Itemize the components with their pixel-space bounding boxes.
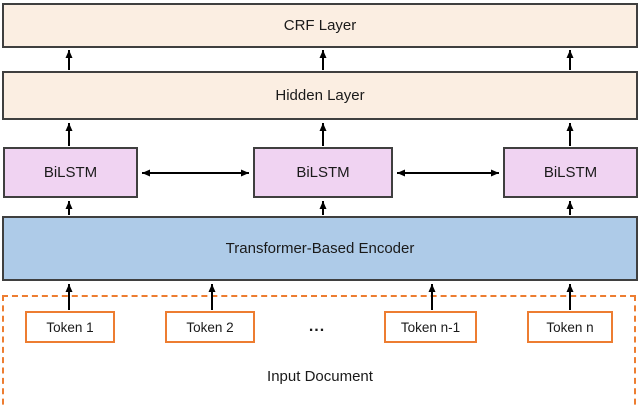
crf-layer-box: CRF Layer [2,3,638,48]
token-ellipsis: ... [308,318,326,335]
token-n-label: Token n [546,319,594,335]
token-box-2: Token 2 [165,311,255,343]
bilstm-label-center: BiLSTM [296,164,350,181]
token-1-label: Token 1 [46,319,94,335]
bilstm-box-right: BiLSTM [503,147,638,198]
bilstm-box-center: BiLSTM [253,147,393,198]
token-2-label: Token 2 [186,319,234,335]
token-box-n-minus-1: Token n-1 [384,311,477,343]
token-box-n: Token n [527,311,613,343]
encoder-label: Transformer-Based Encoder [225,240,415,257]
hidden-layer-box: Hidden Layer [2,71,638,120]
hidden-layer-label: Hidden Layer [275,87,365,104]
encoder-box: Transformer-Based Encoder [2,216,638,281]
bilstm-label-right: BiLSTM [543,164,598,181]
crf-layer-label: CRF Layer [283,17,357,34]
bilstm-label-left: BiLSTM [43,164,98,181]
token-box-1: Token 1 [25,311,115,343]
input-document-label: Input Document [267,368,373,385]
token-n-minus-1-label: Token n-1 [400,319,461,335]
bilstm-box-left: BiLSTM [3,147,138,198]
input-document-container [2,295,636,405]
